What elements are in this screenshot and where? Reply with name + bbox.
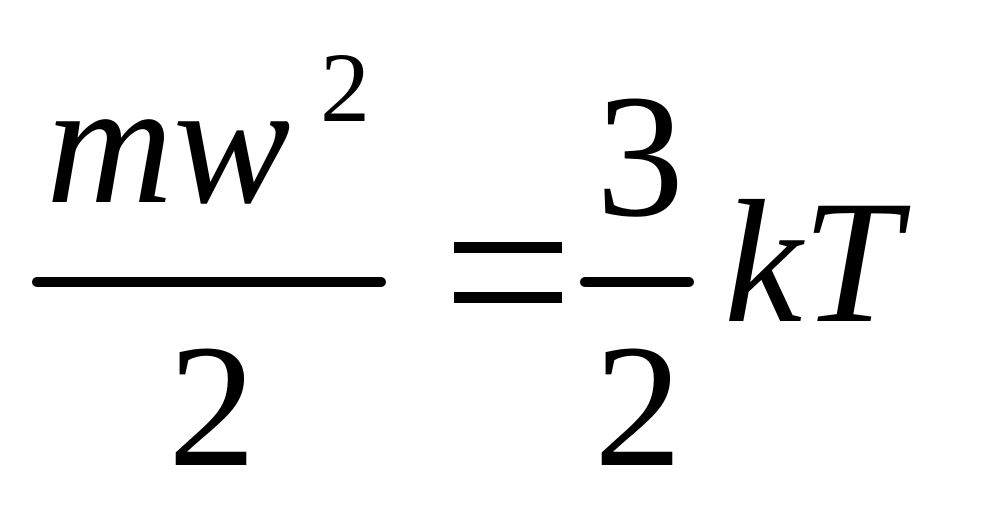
left-numerator-exponent: 2: [320, 32, 370, 143]
equals-sign-top-line: [454, 242, 562, 253]
right-fraction-bar: [580, 277, 694, 287]
right-variables: kT: [724, 165, 900, 360]
left-numerator-variable: mw: [46, 46, 291, 241]
left-denominator: 2: [168, 309, 256, 504]
right-numerator: 3: [596, 59, 684, 254]
equals-sign-bottom-line: [454, 292, 562, 303]
left-fraction-bar: [32, 277, 386, 287]
right-denominator: 2: [594, 309, 682, 504]
